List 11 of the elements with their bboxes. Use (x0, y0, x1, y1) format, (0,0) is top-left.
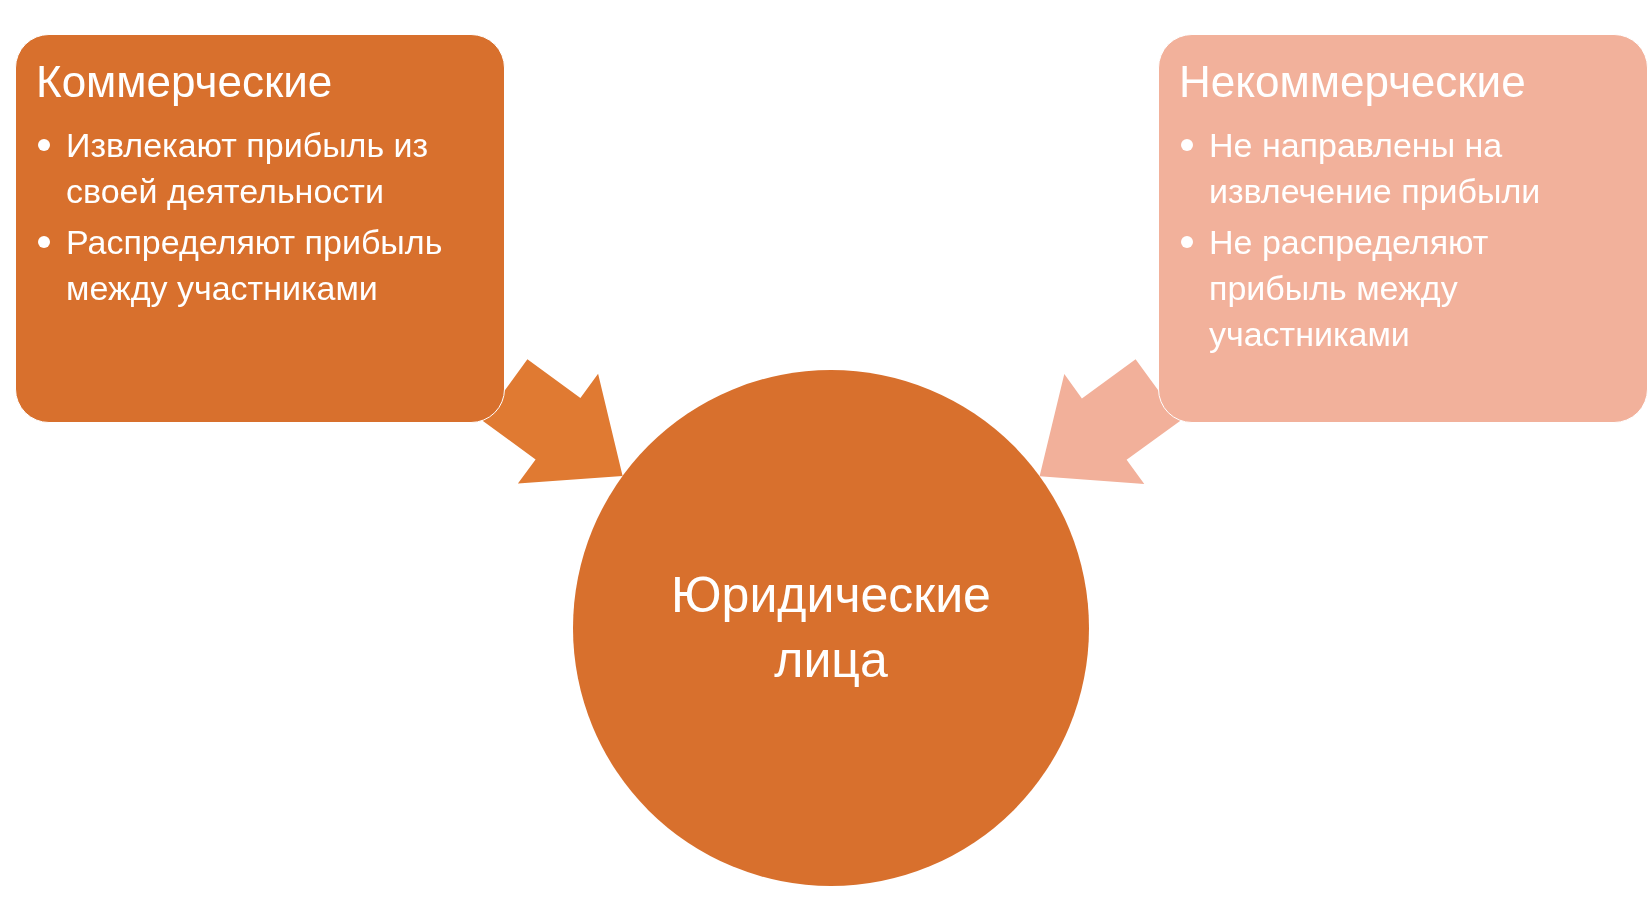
category-card (15, 34, 505, 423)
category-card (1158, 34, 1648, 423)
card-heading: Коммерческие (36, 56, 334, 108)
bullet-text: Распределяют прибыль между участниками (66, 221, 444, 309)
bullet-text: Извлекают прибыль из своей деятельности (66, 125, 430, 213)
block-arrow (482, 359, 623, 484)
circle-label: Юридические лица (670, 566, 992, 690)
card-heading: Некоммерческие (1179, 56, 1527, 108)
bullet-text: Не распределяют прибыль между участниками (1209, 221, 1490, 356)
block-arrow (1039, 359, 1181, 485)
bullet-text: Не направлены на извлечение прибыли (1209, 125, 1542, 213)
